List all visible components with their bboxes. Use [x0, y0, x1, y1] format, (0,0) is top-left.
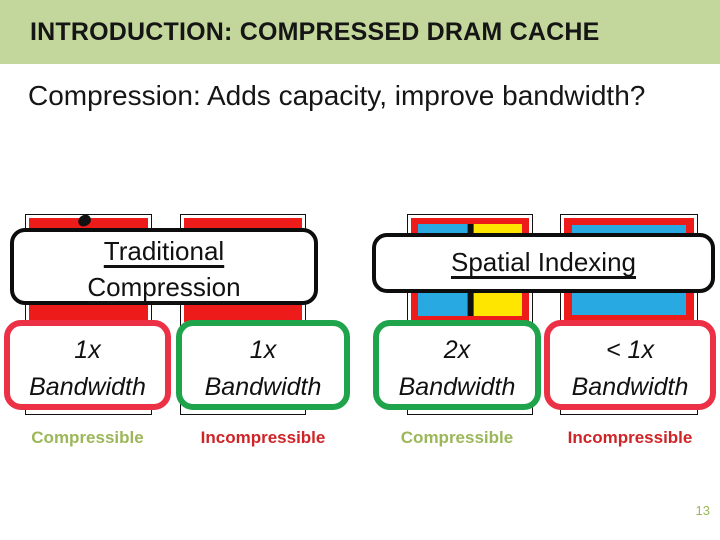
bandwidth-unit: Bandwidth	[29, 373, 146, 401]
bandwidth-box-lt1x-incompressible: < 1x Bandwidth	[544, 320, 716, 410]
bandwidth-value: 1x	[74, 336, 101, 364]
bandwidth-unit: Bandwidth	[204, 373, 322, 401]
slide-title: INTRODUCTION: COMPRESSED DRAM CACHE	[30, 17, 600, 46]
label-line: Compression	[87, 272, 241, 302]
spatial-indexing-label: Spatial Indexing	[372, 233, 715, 293]
page-number: 13	[695, 503, 710, 518]
label-line: Traditional	[103, 236, 225, 266]
bandwidth-box-2x-compressible: 2x Bandwidth	[373, 320, 541, 410]
traditional-compression-label: Traditional Compression	[10, 228, 318, 305]
incompressible-tag: Incompressible	[567, 428, 693, 447]
label-line: Spatial Indexing	[450, 247, 637, 277]
slide-header-bar: INTRODUCTION: COMPRESSED DRAM CACHE	[0, 0, 720, 64]
compressible-tag: Compressible	[31, 428, 144, 447]
bandwidth-unit: Bandwidth	[398, 373, 516, 401]
slide-subtitle: Compression: Adds capacity, improve band…	[28, 80, 646, 111]
bandwidth-box-1x-incompressible: 1x Bandwidth	[176, 320, 350, 410]
compressible-tag: Compressible	[400, 428, 514, 447]
bandwidth-box-1x-compressible: 1x Bandwidth	[4, 320, 171, 410]
bandwidth-value: 1x	[249, 336, 277, 364]
bandwidth-value: < 1x	[606, 336, 654, 364]
bandwidth-unit: Bandwidth	[571, 373, 689, 401]
incompressible-tag: Incompressible	[200, 428, 326, 447]
bandwidth-value: 2x	[443, 336, 471, 364]
